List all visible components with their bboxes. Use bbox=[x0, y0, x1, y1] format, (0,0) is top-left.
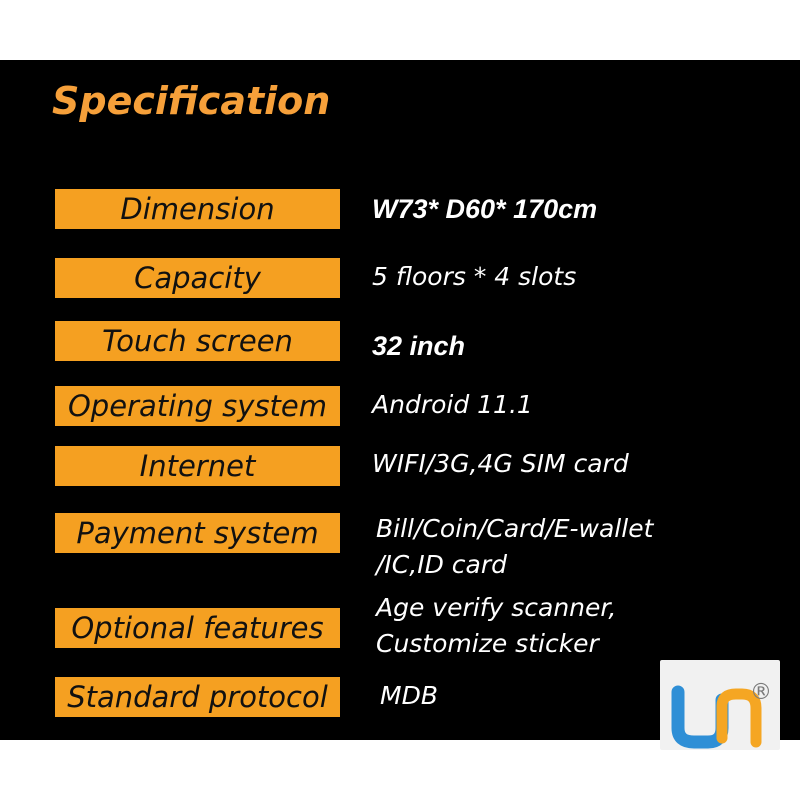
spec-value-payment-line-1: Bill/Coin/Card/E-wallet bbox=[376, 514, 654, 543]
spec-label-capacity: Capacity bbox=[55, 258, 340, 298]
registered-mark: ® bbox=[750, 680, 772, 705]
spec-value-operating-system: Android 11.1 bbox=[372, 390, 533, 419]
spec-value-payment-system: Bill/Coin/Card/E-wallet /IC,ID card bbox=[376, 511, 653, 583]
spec-value-dimension: W73* D60* 170cm bbox=[372, 194, 598, 224]
spec-label-operating-system: Operating system bbox=[55, 386, 340, 426]
spec-label-internet: Internet bbox=[55, 446, 340, 486]
spec-value-payment-line-2: /IC,ID card bbox=[376, 550, 507, 579]
spec-value-optional-line-1: Age verify scanner, bbox=[376, 593, 617, 622]
spec-value-touch-screen: 32 inch bbox=[372, 331, 466, 361]
spec-label-dimension: Dimension bbox=[55, 189, 340, 229]
spec-value-optional-line-2: Customize sticker bbox=[376, 629, 599, 658]
spec-label-standard-protocol: Standard protocol bbox=[55, 677, 340, 717]
spec-label-optional-features: Optional features bbox=[55, 608, 340, 648]
brand-logo-mark bbox=[671, 685, 762, 749]
page-title: Specification bbox=[52, 79, 331, 123]
spec-value-optional-features: Age verify scanner, Customize sticker bbox=[376, 590, 616, 662]
spec-label-touch-screen: Touch screen bbox=[55, 321, 340, 361]
spec-value-capacity: 5 floors * 4 slots bbox=[372, 262, 577, 291]
spec-value-internet: WIFI/3G,4G SIM card bbox=[372, 449, 629, 478]
spec-value-standard-protocol: MDB bbox=[380, 681, 438, 710]
spec-label-payment-system: Payment system bbox=[55, 513, 340, 553]
brand-logo bbox=[660, 660, 780, 750]
